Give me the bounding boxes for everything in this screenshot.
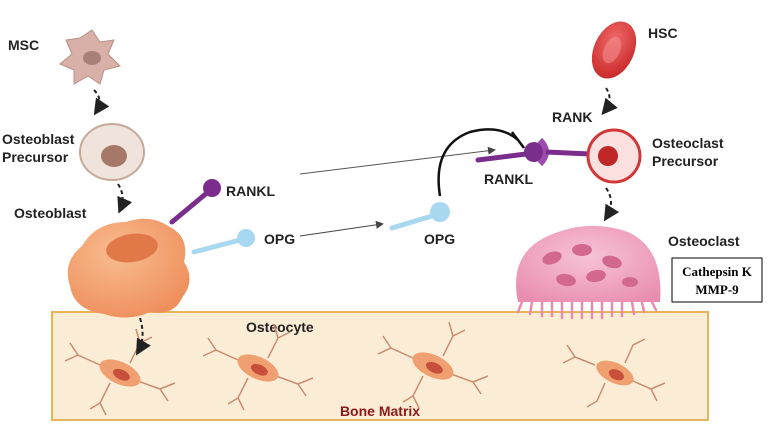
osteoblast-to-osteocyte-arrow <box>136 317 151 356</box>
osteoclast-precursor-label-2: Precursor <box>652 153 719 169</box>
osteoblast-cell <box>67 218 190 318</box>
msc-label: MSC <box>8 37 39 53</box>
rankl-rank-complex <box>475 137 591 167</box>
bone-matrix-label: Bone Matrix <box>340 403 420 419</box>
osteoblast-precursor-cell <box>79 123 145 181</box>
hsc-to-precursor-arrow <box>601 87 618 116</box>
osteoclast-label: Osteoclast <box>668 233 740 249</box>
osteoclast-cell <box>516 225 661 320</box>
opg-secretion-arrow <box>299 220 384 237</box>
rankl-label-right: RANKL <box>484 171 533 187</box>
opg-soluble <box>389 202 450 231</box>
enzyme-label-1: Cathepsin K <box>682 264 753 279</box>
osteocyte-cell-1 <box>64 328 176 416</box>
osteoclast-precursor-label-1: Osteoclast <box>652 135 724 151</box>
osteoblast-label: Osteoblast <box>14 205 87 221</box>
inhibition-bar <box>511 131 525 149</box>
osteoblast-precursor-label-2: Precursor <box>2 149 69 165</box>
osteoblast-precursor-label-1: Osteoblast <box>2 131 75 147</box>
precursor-to-osteoblast-arrow <box>117 183 133 214</box>
opg-decoy-osteoblast <box>191 229 255 255</box>
precursor-to-osteoclast-arrow <box>603 187 620 222</box>
osteoclast-precursor-cell <box>586 128 642 184</box>
msc-to-precursor-arrow <box>93 89 110 116</box>
rankl-signal-arrow <box>299 146 496 175</box>
enzyme-label-2: MMP-9 <box>695 282 739 297</box>
hsc-label: HSC <box>648 25 678 41</box>
rankl-label-left: RANKL <box>226 183 275 199</box>
osteocyte-label: Osteocyte <box>246 319 314 335</box>
hsc-cell <box>591 21 637 79</box>
enzyme-box: Cathepsin K MMP-9 <box>671 257 763 303</box>
rankl-ligand-osteoblast <box>169 179 221 225</box>
msc-cell <box>59 29 121 85</box>
opg-label-right: OPG <box>424 231 455 247</box>
rank-label: RANK <box>552 109 592 125</box>
osteocyte-cell-4 <box>562 338 666 408</box>
opg-inhibition-curve <box>437 128 519 197</box>
opg-label-left: OPG <box>264 231 295 247</box>
osteocyte-cell-3 <box>377 321 489 409</box>
osteocyte-cell-2 <box>202 323 314 411</box>
